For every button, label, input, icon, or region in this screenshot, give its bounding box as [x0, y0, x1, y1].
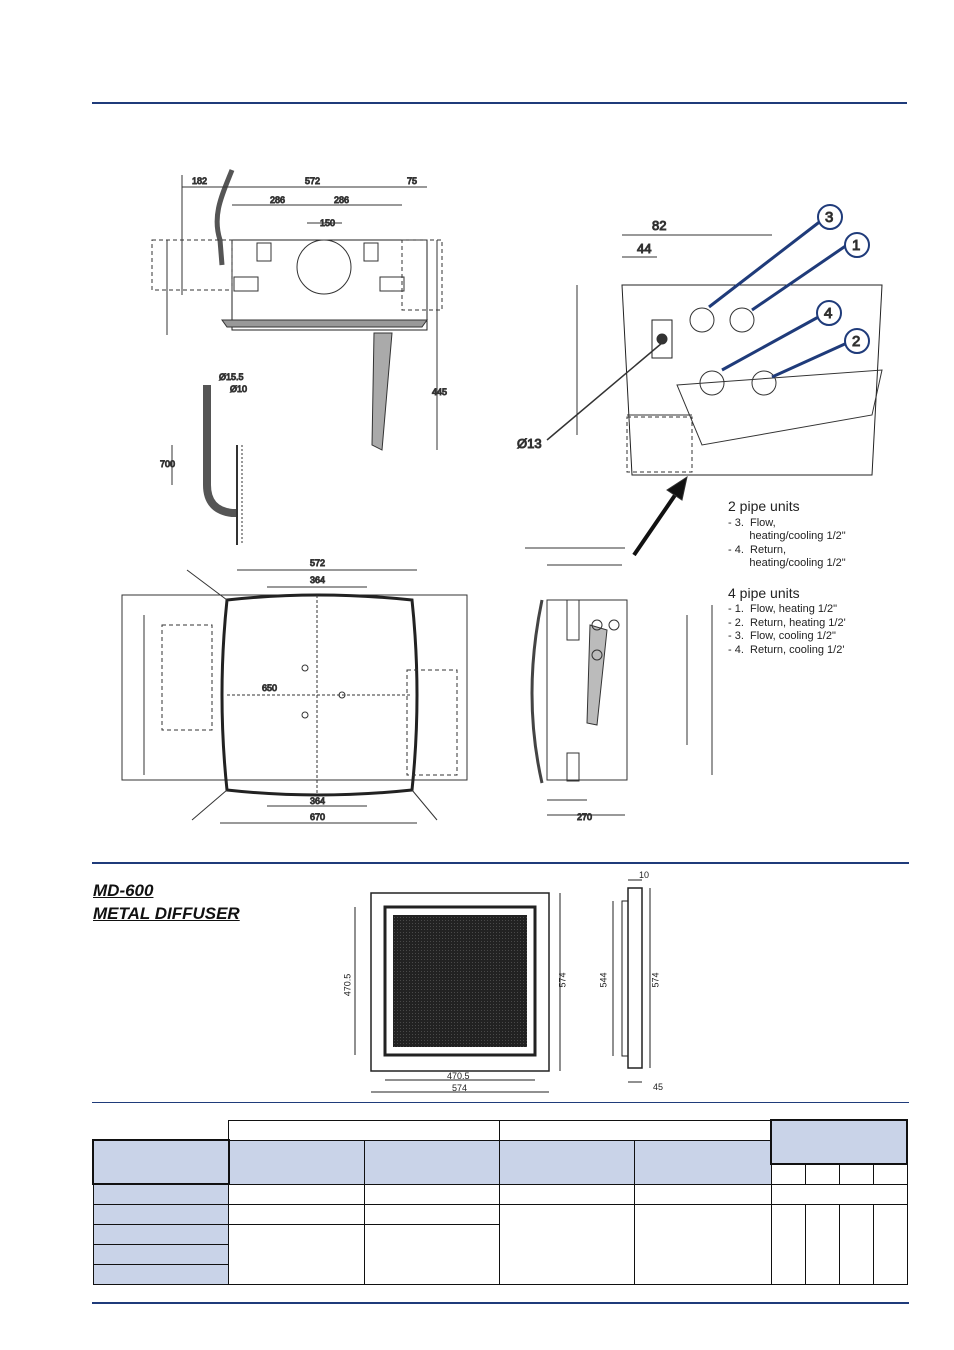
spec-table — [92, 1119, 908, 1285]
pipe-detail-view — [546, 204, 883, 557]
dim-text: 75 — [407, 176, 417, 186]
dim-text: 364 — [310, 796, 325, 806]
dim-text: 182 — [192, 176, 207, 186]
dim-text: 270 — [577, 812, 592, 822]
pipe-notes: 2 pipe units - 3. Flow, heating/cooling … — [728, 498, 846, 657]
dim-label: 574 — [557, 972, 568, 988]
note-item: heating/cooling 1/2" — [728, 530, 846, 542]
dim-text: 670 — [310, 812, 325, 822]
dim-label: 544 — [598, 972, 609, 988]
plan-view — [121, 569, 468, 824]
note-item: - 3. Flow, — [728, 516, 776, 529]
section-rule — [92, 862, 909, 864]
dim-text: 82 — [652, 218, 666, 233]
section-rule — [92, 1102, 909, 1103]
top-rule — [92, 102, 907, 104]
dim-label: 574 — [452, 1083, 468, 1093]
dim-label: 10 — [639, 870, 650, 880]
bottom-rule — [92, 1302, 909, 1304]
callout-2: 2 — [852, 333, 860, 350]
note-item: - 1. Flow, heating 1/2" — [728, 603, 838, 615]
dim-text: 44 — [637, 241, 651, 256]
dim-text: 286 — [334, 195, 349, 205]
note-item: - 2. Return, heating 1/2' — [728, 616, 846, 629]
callout-4: 4 — [824, 305, 832, 322]
note-item: - 3. Flow, cooling 1/2" — [728, 630, 836, 642]
note-item: heating/cooling 1/2" — [728, 557, 846, 569]
dim-text: 150 — [320, 218, 335, 228]
note-item: - 4. Return, cooling 1/2' — [728, 643, 845, 656]
dim-label: 574 — [650, 972, 661, 988]
dim-text: 572 — [310, 558, 325, 568]
top-elevation-view — [151, 169, 443, 545]
dim-label: 470.5 — [447, 1071, 470, 1081]
product-name: METAL DIFFUSER — [93, 904, 240, 923]
note-item: - 4. Return, — [728, 543, 787, 556]
dim-label: 470.5 — [342, 973, 353, 997]
dim-text: 445 — [432, 387, 447, 397]
callout-3: 3 — [825, 209, 833, 226]
dim-text: 286 — [270, 195, 285, 205]
dim-text: 364 — [310, 575, 325, 585]
dim-label: 45 — [653, 1082, 664, 1092]
dim-text: Ø13 — [517, 436, 542, 451]
model-name: MD-600 — [93, 881, 154, 900]
four-pipe-heading: 4 pipe units — [728, 584, 800, 601]
side-view — [525, 547, 713, 816]
diffuser-drawing — [330, 868, 680, 1098]
technical-drawing: 182 572 75 286 286 150 Ø15.5 Ø10 700 445 — [92, 155, 907, 855]
dim-text: 572 — [305, 176, 320, 186]
two-pipe-heading: 2 pipe units — [728, 498, 800, 514]
dim-text: 700 — [160, 459, 175, 469]
dim-text: Ø10 — [230, 384, 247, 394]
diffuser-title: MD-600 METAL DIFFUSER — [93, 879, 240, 925]
callout-1: 1 — [852, 237, 860, 254]
dim-text: 650 — [262, 683, 277, 693]
dim-text: Ø15.5 — [219, 372, 244, 382]
